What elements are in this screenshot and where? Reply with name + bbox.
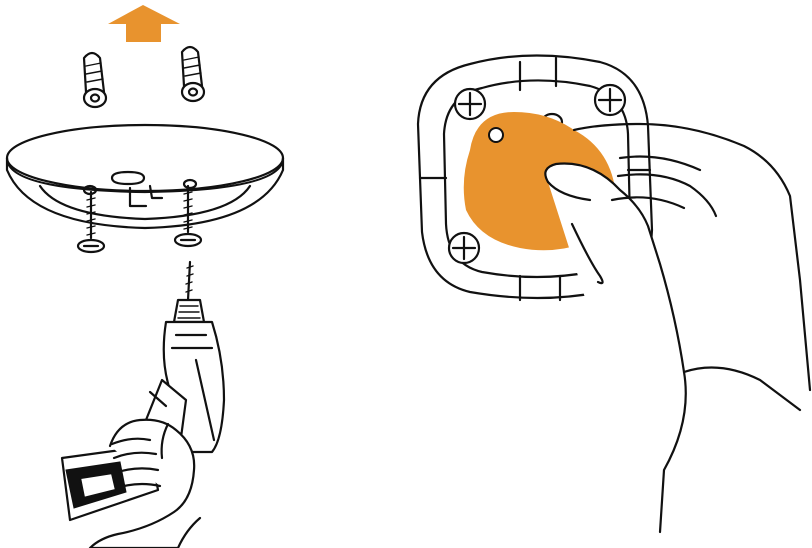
right-panel (418, 55, 810, 532)
drill-bit (186, 262, 193, 300)
screw-head-icon (595, 85, 625, 115)
power-drill (62, 300, 224, 520)
up-arrow-icon (108, 5, 180, 42)
screw-head-icon (449, 233, 479, 263)
wall-anchor (84, 53, 106, 107)
screw-head-icon (455, 89, 485, 119)
wall-anchor (182, 47, 204, 101)
left-panel (7, 5, 283, 548)
mounting-plate (7, 125, 283, 228)
hand (545, 124, 810, 532)
